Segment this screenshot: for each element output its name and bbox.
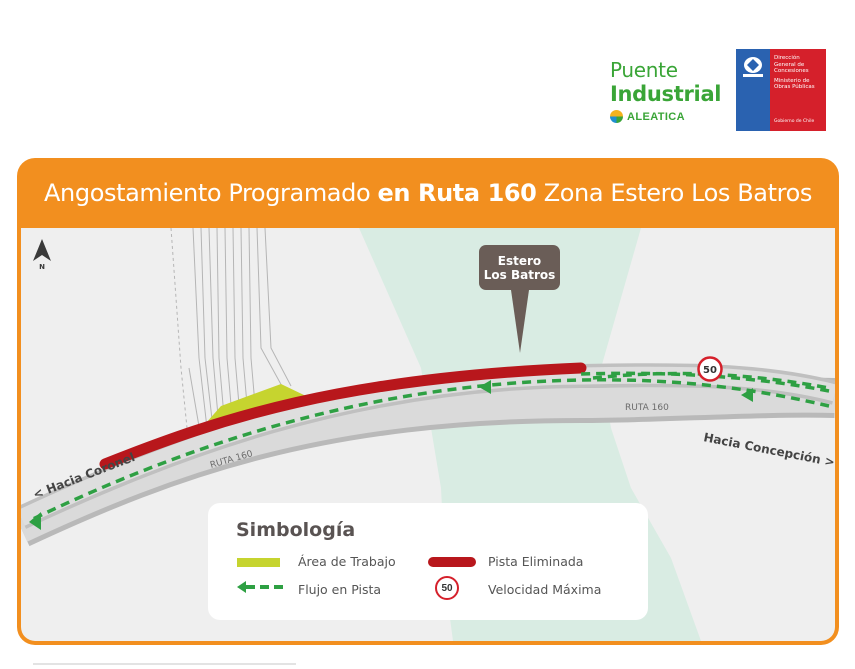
legend-work-area-label: Área de Trabajo: [298, 554, 396, 569]
puente-industrial-logo: Puente Industrial ALEATICA: [610, 58, 735, 130]
lane-flow-path-3: [592, 371, 830, 390]
legend-panel: Simbología Área de Trabajo Pista Elimina…: [208, 503, 648, 620]
flow-arrow-icon: [479, 380, 491, 394]
page-title: Angostamiento Programado en Ruta 160 Zon…: [17, 158, 839, 228]
gov-line: General de: [774, 61, 805, 68]
legend-speed-value: 50: [441, 582, 453, 594]
gov-line: Obras Públicas: [774, 84, 815, 90]
callout-pointer: [511, 290, 529, 353]
legend-removed-lane-label: Pista Eliminada: [488, 554, 584, 569]
north-arrow-icon: [33, 239, 51, 261]
road-label-right: RUTA 160: [625, 403, 669, 413]
gobierno-logo: Dirección General de Concesiones Ministe…: [736, 49, 826, 131]
estero-callout: Estero Los Batros: [479, 245, 560, 290]
gov-line: Dirección: [774, 55, 800, 61]
removed-lane: [99, 362, 587, 470]
gov-line: Ministerio de: [774, 77, 810, 84]
title-part1: Angostamiento Programado: [44, 179, 378, 207]
north-label: N: [39, 263, 45, 271]
footer-divider: [33, 663, 296, 665]
gov-red-band: Dirección General de Concesiones Ministe…: [770, 49, 826, 131]
legend-flow-arrow-icon: [237, 581, 285, 593]
logo-line1: Puente: [610, 58, 678, 82]
gov-line: Concesiones: [774, 68, 809, 74]
title-bold: en Ruta 160: [377, 179, 537, 207]
upper-road-surface: [21, 366, 835, 526]
title-part2: Zona Estero Los Batros: [536, 179, 813, 207]
legend-removed-lane-swatch: [428, 557, 476, 567]
speed-limit-sign: [697, 356, 723, 382]
logo-line2: Industrial: [610, 82, 722, 106]
lane-flow-path: [30, 378, 830, 522]
gov-blue-band: [736, 49, 770, 131]
aleatica-text: ALEATICA: [627, 110, 685, 123]
callout-line1: Estero: [497, 253, 542, 268]
legend-title: Simbología: [236, 519, 356, 541]
legend-speed-label: Velocidad Máxima: [488, 582, 602, 597]
coat-of-arms-icon: [743, 57, 763, 77]
callout-line2: Los Batros: [483, 267, 556, 282]
gov-footer: Gobierno de Chile: [774, 118, 815, 124]
aleatica-logo-icon: [610, 110, 623, 123]
legend-flow-label: Flujo en Pista: [298, 582, 382, 597]
flow-arrow-icon: [741, 388, 753, 402]
legend-speed-sign: 50: [435, 576, 459, 600]
direction-concepcion: Hacia Concepción >: [702, 430, 835, 469]
legend-work-area-swatch: [237, 558, 280, 567]
aleatica-brand: ALEATICA: [610, 110, 735, 123]
speed-limit-value: 50: [703, 365, 717, 376]
flow-arrow-icon: [29, 512, 41, 530]
